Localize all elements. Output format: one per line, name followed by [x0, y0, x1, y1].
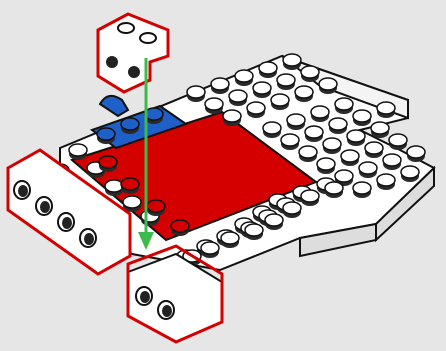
stud [69, 144, 87, 160]
stud [301, 190, 319, 206]
stud [347, 130, 365, 146]
stud [271, 94, 289, 110]
stud [305, 126, 323, 142]
stud [245, 224, 263, 240]
falling-bracket-stud [140, 33, 156, 43]
stud [377, 102, 395, 118]
stud [201, 242, 219, 258]
stud [263, 122, 281, 138]
stud [329, 118, 347, 134]
stud [311, 106, 329, 122]
stud [171, 220, 189, 236]
stud [299, 146, 317, 162]
stud [229, 90, 247, 106]
stud [359, 162, 377, 178]
stud [401, 166, 419, 182]
stud [247, 102, 265, 118]
stud [389, 134, 407, 150]
stud [147, 200, 165, 216]
stud [301, 66, 319, 82]
stud [105, 180, 123, 196]
stud [99, 156, 117, 172]
stud [353, 182, 371, 198]
stud [335, 98, 353, 114]
stud [211, 78, 229, 94]
stud [187, 86, 205, 102]
falling-bracket-stud [118, 23, 134, 33]
stud [317, 158, 335, 174]
stud [377, 174, 395, 190]
stud [325, 182, 343, 198]
stud [265, 214, 283, 230]
stud [223, 110, 241, 126]
bracket-hole-inner [40, 201, 50, 213]
stud [323, 138, 341, 154]
stud [259, 62, 277, 78]
stud [383, 154, 401, 170]
stud [365, 142, 383, 158]
falling-bracket-hole [106, 56, 118, 68]
stud [407, 146, 425, 162]
bracket-hole-inner [18, 185, 28, 197]
stud [283, 54, 301, 70]
stud [97, 128, 115, 144]
stud [121, 178, 139, 194]
bracket-hole-inner [84, 233, 94, 245]
stud [145, 108, 163, 124]
stud [121, 118, 139, 134]
stud [221, 232, 239, 248]
stud [283, 202, 301, 218]
bracket-hole-inner [62, 217, 72, 229]
stud [341, 150, 359, 166]
stud [235, 70, 253, 86]
stud [319, 78, 337, 94]
stud [353, 110, 371, 126]
stud [287, 114, 305, 130]
stud [253, 82, 271, 98]
stud [295, 86, 313, 102]
stud [281, 134, 299, 150]
bracket-hole-inner [140, 291, 150, 303]
stud [205, 98, 223, 114]
stud [277, 74, 295, 90]
stud [371, 122, 389, 138]
falling-bracket-hole [128, 66, 140, 78]
bracket-hole-inner [162, 305, 172, 317]
